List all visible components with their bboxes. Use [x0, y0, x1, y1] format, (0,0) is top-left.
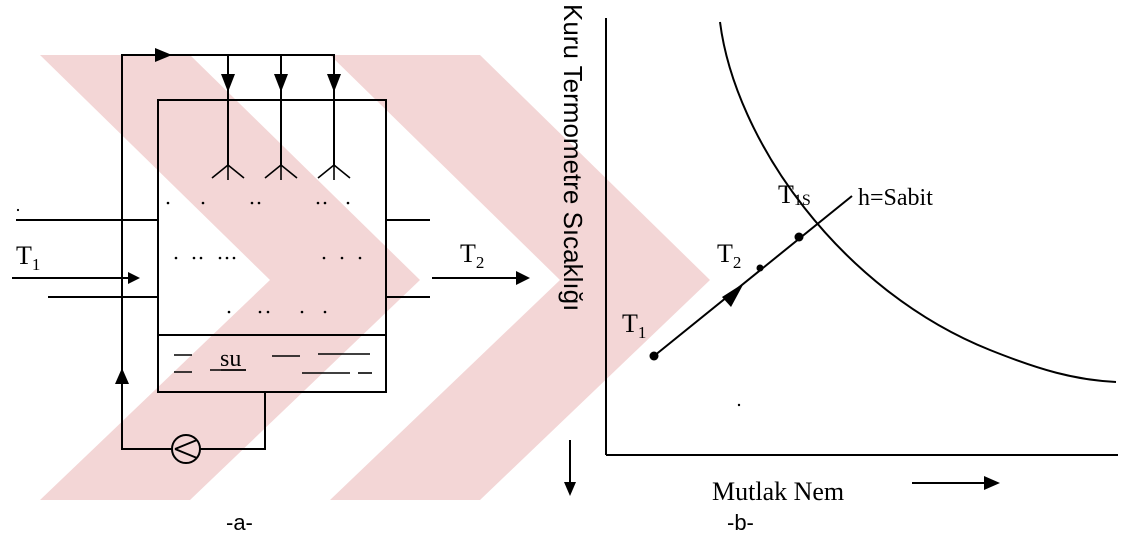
stray-dot	[737, 403, 741, 407]
diagram-b-psychrometric: Kuru Termometre Sıcaklığı Mutlak Nem T1 …	[558, 4, 1118, 535]
recirculation-up-arrow	[115, 368, 129, 384]
process-direction-arrow	[722, 283, 744, 307]
outlet-flow-arrow-head	[516, 271, 530, 285]
caption-b: -b-	[727, 510, 754, 535]
diagram-a-washer: su T1 T2	[12, 48, 530, 535]
outlet-temperature-label: T2	[460, 239, 484, 272]
point-t2-label: T2	[717, 239, 741, 272]
water-label: su	[220, 346, 241, 372]
spray-droplets	[16, 201, 362, 314]
x-axis-label: Mutlak Nem	[712, 477, 844, 506]
watermark-chevron-right	[330, 55, 710, 500]
caption-a: -a-	[226, 510, 253, 535]
recirculation-pipe	[200, 392, 266, 450]
saturation-curve	[719, 21, 1117, 383]
constant-enthalpy-line	[653, 195, 853, 357]
watermark	[40, 55, 710, 500]
point-t1s-label: T1S	[778, 180, 811, 209]
pump-icon	[171, 434, 201, 464]
recirculation-top-arrow	[155, 48, 172, 62]
y-axis-label-arrow-head	[564, 482, 576, 496]
point-t1-marker	[649, 351, 659, 361]
point-t1s-marker	[794, 232, 804, 242]
washer-chamber	[157, 99, 387, 393]
inlet-flow-arrow-head	[128, 272, 140, 284]
x-axis-label-arrow-head	[984, 476, 1000, 490]
watermark-chevron-left	[40, 55, 420, 500]
spray-nozzles	[211, 55, 351, 180]
enthalpy-constant-label: h=Sabit	[858, 185, 933, 211]
point-t1-label: T1	[622, 309, 646, 342]
point-t2-marker	[756, 264, 764, 272]
inlet-temperature-label: T1	[16, 241, 40, 274]
y-axis-label: Kuru Termometre Sıcaklığı	[558, 4, 588, 311]
water-dashes	[174, 353, 372, 374]
